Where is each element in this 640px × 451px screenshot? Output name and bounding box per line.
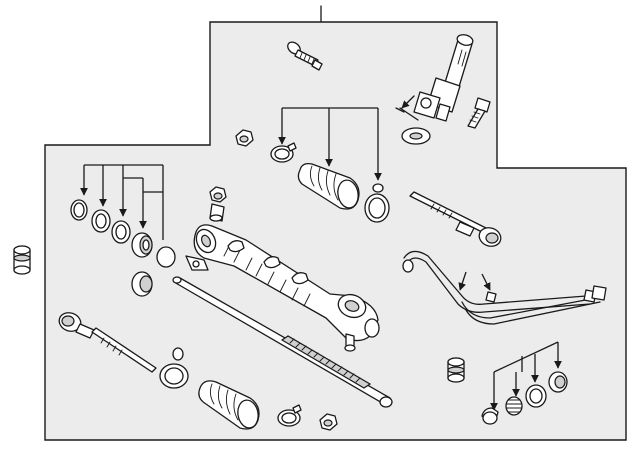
callout-leaders-upper-boot: [278, 107, 382, 181]
panel-outline: [44, 21, 627, 441]
pressure-lines[interactable]: [402, 250, 607, 325]
lower-clamp-large[interactable]: [277, 404, 302, 427]
pinion-seal-kit[interactable]: [481, 371, 568, 425]
bellows-boot-lower[interactable]: [198, 380, 260, 430]
housing-nut[interactable]: [209, 186, 227, 222]
inner-tie-rod-left[interactable]: [57, 310, 157, 373]
outer-grommet[interactable]: [447, 357, 465, 383]
boot-clamp-large[interactable]: [364, 183, 390, 223]
inner-tie-rod-right[interactable]: [409, 191, 503, 249]
seal-kit-o-ring[interactable]: [156, 246, 176, 268]
seal-kit-ring-1[interactable]: [70, 199, 88, 221]
rack-bar[interactable]: [172, 276, 393, 408]
mount-grommet[interactable]: [13, 245, 31, 275]
mount-bolt[interactable]: [285, 40, 323, 71]
lower-nut[interactable]: [319, 413, 338, 431]
left-bushing[interactable]: [131, 271, 153, 297]
shaft-washer[interactable]: [401, 127, 431, 145]
callout-leaders-seal-kit: [80, 164, 164, 240]
parts-panel: [44, 5, 627, 441]
bellows-boot-upper[interactable]: [297, 162, 360, 210]
seal-kit-ring-2[interactable]: [91, 209, 111, 233]
pinion-bolt[interactable]: [467, 97, 491, 129]
callout-leaders-pressure-lines: [458, 271, 491, 291]
adjuster-nut[interactable]: [235, 129, 254, 147]
lower-clamp-small[interactable]: [159, 347, 189, 389]
rack-housing[interactable]: [185, 224, 380, 352]
seal-kit-bushing[interactable]: [131, 232, 153, 258]
callout-leaders-pinion-seal-kit: [494, 341, 562, 410]
seal-kit-ring-3[interactable]: [111, 220, 131, 244]
boot-clamp-small[interactable]: [270, 142, 297, 163]
intermediate-shaft[interactable]: [396, 33, 474, 122]
